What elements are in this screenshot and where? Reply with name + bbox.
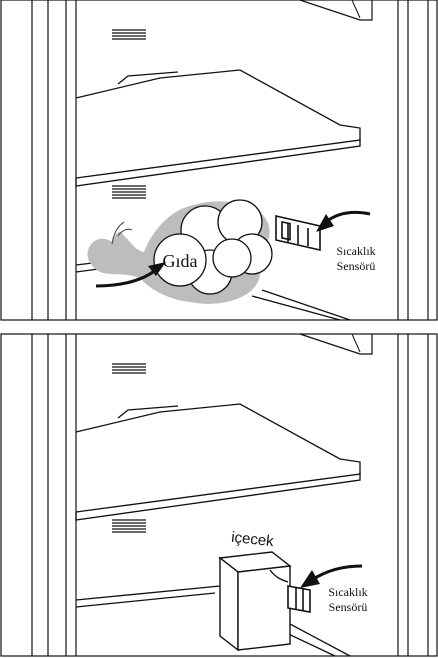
- glass-shelf-upper-bottom: [75, 403, 361, 521]
- upper-bracket: [299, 0, 373, 21]
- glass-shelf-upper: [75, 69, 361, 187]
- panel-bottom: içecek Sıcaklık Sensörü: [0, 333, 438, 657]
- left-wall-lines: [31, 0, 77, 320]
- temperature-sensor-icon: [275, 214, 321, 252]
- left-wall-lines-bottom: [31, 334, 77, 656]
- temperature-sensor-icon-bottom: [287, 585, 311, 613]
- sensor-label-bottom-line1: Sıcaklık: [328, 585, 367, 599]
- sensor-label-bottom-line2: Sensörü: [329, 600, 368, 614]
- glass-shelf-lower-bottom: [75, 585, 351, 657]
- panel-bottom-frame: [0, 333, 438, 657]
- food-arrow: [95, 268, 157, 288]
- right-wall-lines-bottom: [397, 334, 429, 656]
- sensor-label-top-line2: Sensörü: [337, 259, 376, 273]
- vent-grille-middle-bottom: [112, 519, 146, 533]
- vent-grille-middle: [112, 185, 146, 199]
- drink-label: içecek: [230, 529, 275, 550]
- food-label-bubble: [153, 233, 207, 287]
- vent-grille-upper: [112, 29, 146, 40]
- vent-grille-upper-bottom: [112, 363, 146, 374]
- food-label: Gıda: [163, 251, 198, 271]
- sensor-label-top-line1: Sıcaklık: [336, 244, 375, 258]
- panel-top: Gıda Sıcaklık Sensörü: [0, 0, 438, 321]
- right-wall-lines: [397, 0, 429, 320]
- drink-carton-icon: [218, 551, 292, 652]
